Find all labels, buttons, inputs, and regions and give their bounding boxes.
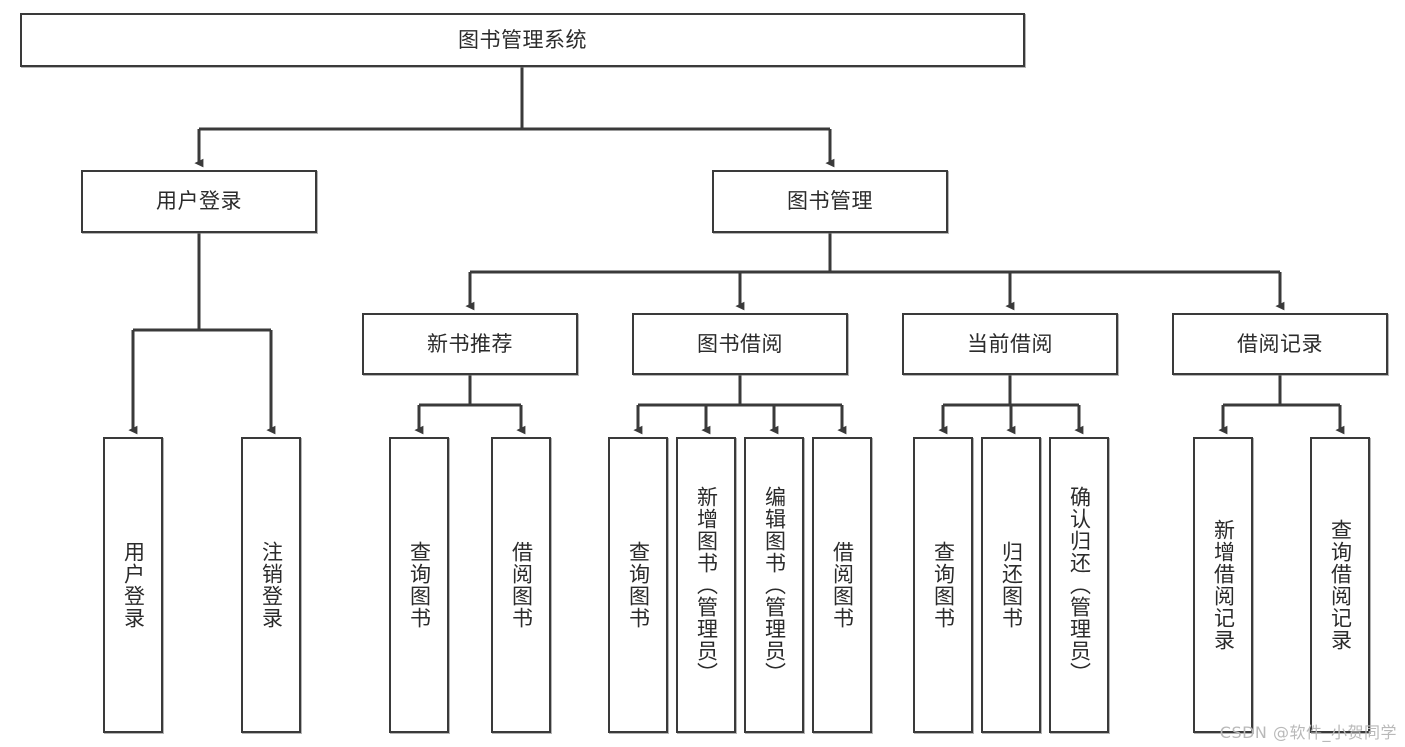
- leaf-borrow-record-query[interactable]: 查询借阅记录: [1310, 437, 1370, 733]
- node-label: 查询图书: [626, 541, 651, 629]
- node-label: 查询图书: [931, 541, 956, 629]
- node-user-login[interactable]: 用户登录: [81, 170, 317, 233]
- node-label: 确认归还（管理员）: [1067, 486, 1092, 684]
- node-root-system[interactable]: 图书管理系统: [20, 13, 1025, 67]
- node-label: 新增图书（管理员）: [694, 486, 719, 684]
- node-label: 借阅记录: [1237, 331, 1323, 356]
- leaf-current-borrow-query[interactable]: 查询图书: [913, 437, 973, 733]
- node-new-book-recommend[interactable]: 新书推荐: [362, 313, 578, 375]
- leaf-user-login-logout[interactable]: 注销登录: [241, 437, 301, 733]
- node-label: 图书管理: [787, 189, 873, 214]
- node-label: 借阅图书: [830, 541, 855, 629]
- node-label: 注销登录: [259, 541, 284, 629]
- node-book-management[interactable]: 图书管理: [712, 170, 948, 233]
- node-label: 图书管理系统: [458, 27, 587, 52]
- node-label: 归还图书: [999, 541, 1024, 629]
- leaf-new-book-borrow[interactable]: 借阅图书: [491, 437, 551, 733]
- node-label: 当前借阅: [967, 331, 1053, 356]
- node-label: 新书推荐: [427, 331, 513, 356]
- leaf-user-login-login[interactable]: 用户登录: [103, 437, 163, 733]
- leaf-book-borrow-add[interactable]: 新增图书（管理员）: [676, 437, 736, 733]
- node-label: 查询借阅记录: [1328, 519, 1353, 651]
- leaf-book-borrow-edit[interactable]: 编辑图书（管理员）: [744, 437, 804, 733]
- node-label: 用户登录: [156, 189, 242, 214]
- leaf-current-borrow-return[interactable]: 归还图书: [981, 437, 1041, 733]
- leaf-book-borrow-borrow[interactable]: 借阅图书: [812, 437, 872, 733]
- node-label: 用户登录: [121, 541, 146, 629]
- watermark-text: CSDN @软件_小贺同学: [1219, 723, 1397, 742]
- leaf-current-borrow-confirm-return[interactable]: 确认归还（管理员）: [1049, 437, 1109, 733]
- node-label: 新增借阅记录: [1211, 519, 1236, 651]
- node-label: 借阅图书: [509, 541, 534, 629]
- leaf-new-book-query[interactable]: 查询图书: [389, 437, 449, 733]
- node-current-borrow[interactable]: 当前借阅: [902, 313, 1118, 375]
- node-book-borrow[interactable]: 图书借阅: [632, 313, 848, 375]
- node-borrow-record[interactable]: 借阅记录: [1172, 313, 1388, 375]
- leaf-borrow-record-add[interactable]: 新增借阅记录: [1193, 437, 1253, 733]
- node-label: 查询图书: [407, 541, 432, 629]
- node-label: 编辑图书（管理员）: [762, 486, 787, 684]
- node-label: 图书借阅: [697, 331, 783, 356]
- leaf-book-borrow-query[interactable]: 查询图书: [608, 437, 668, 733]
